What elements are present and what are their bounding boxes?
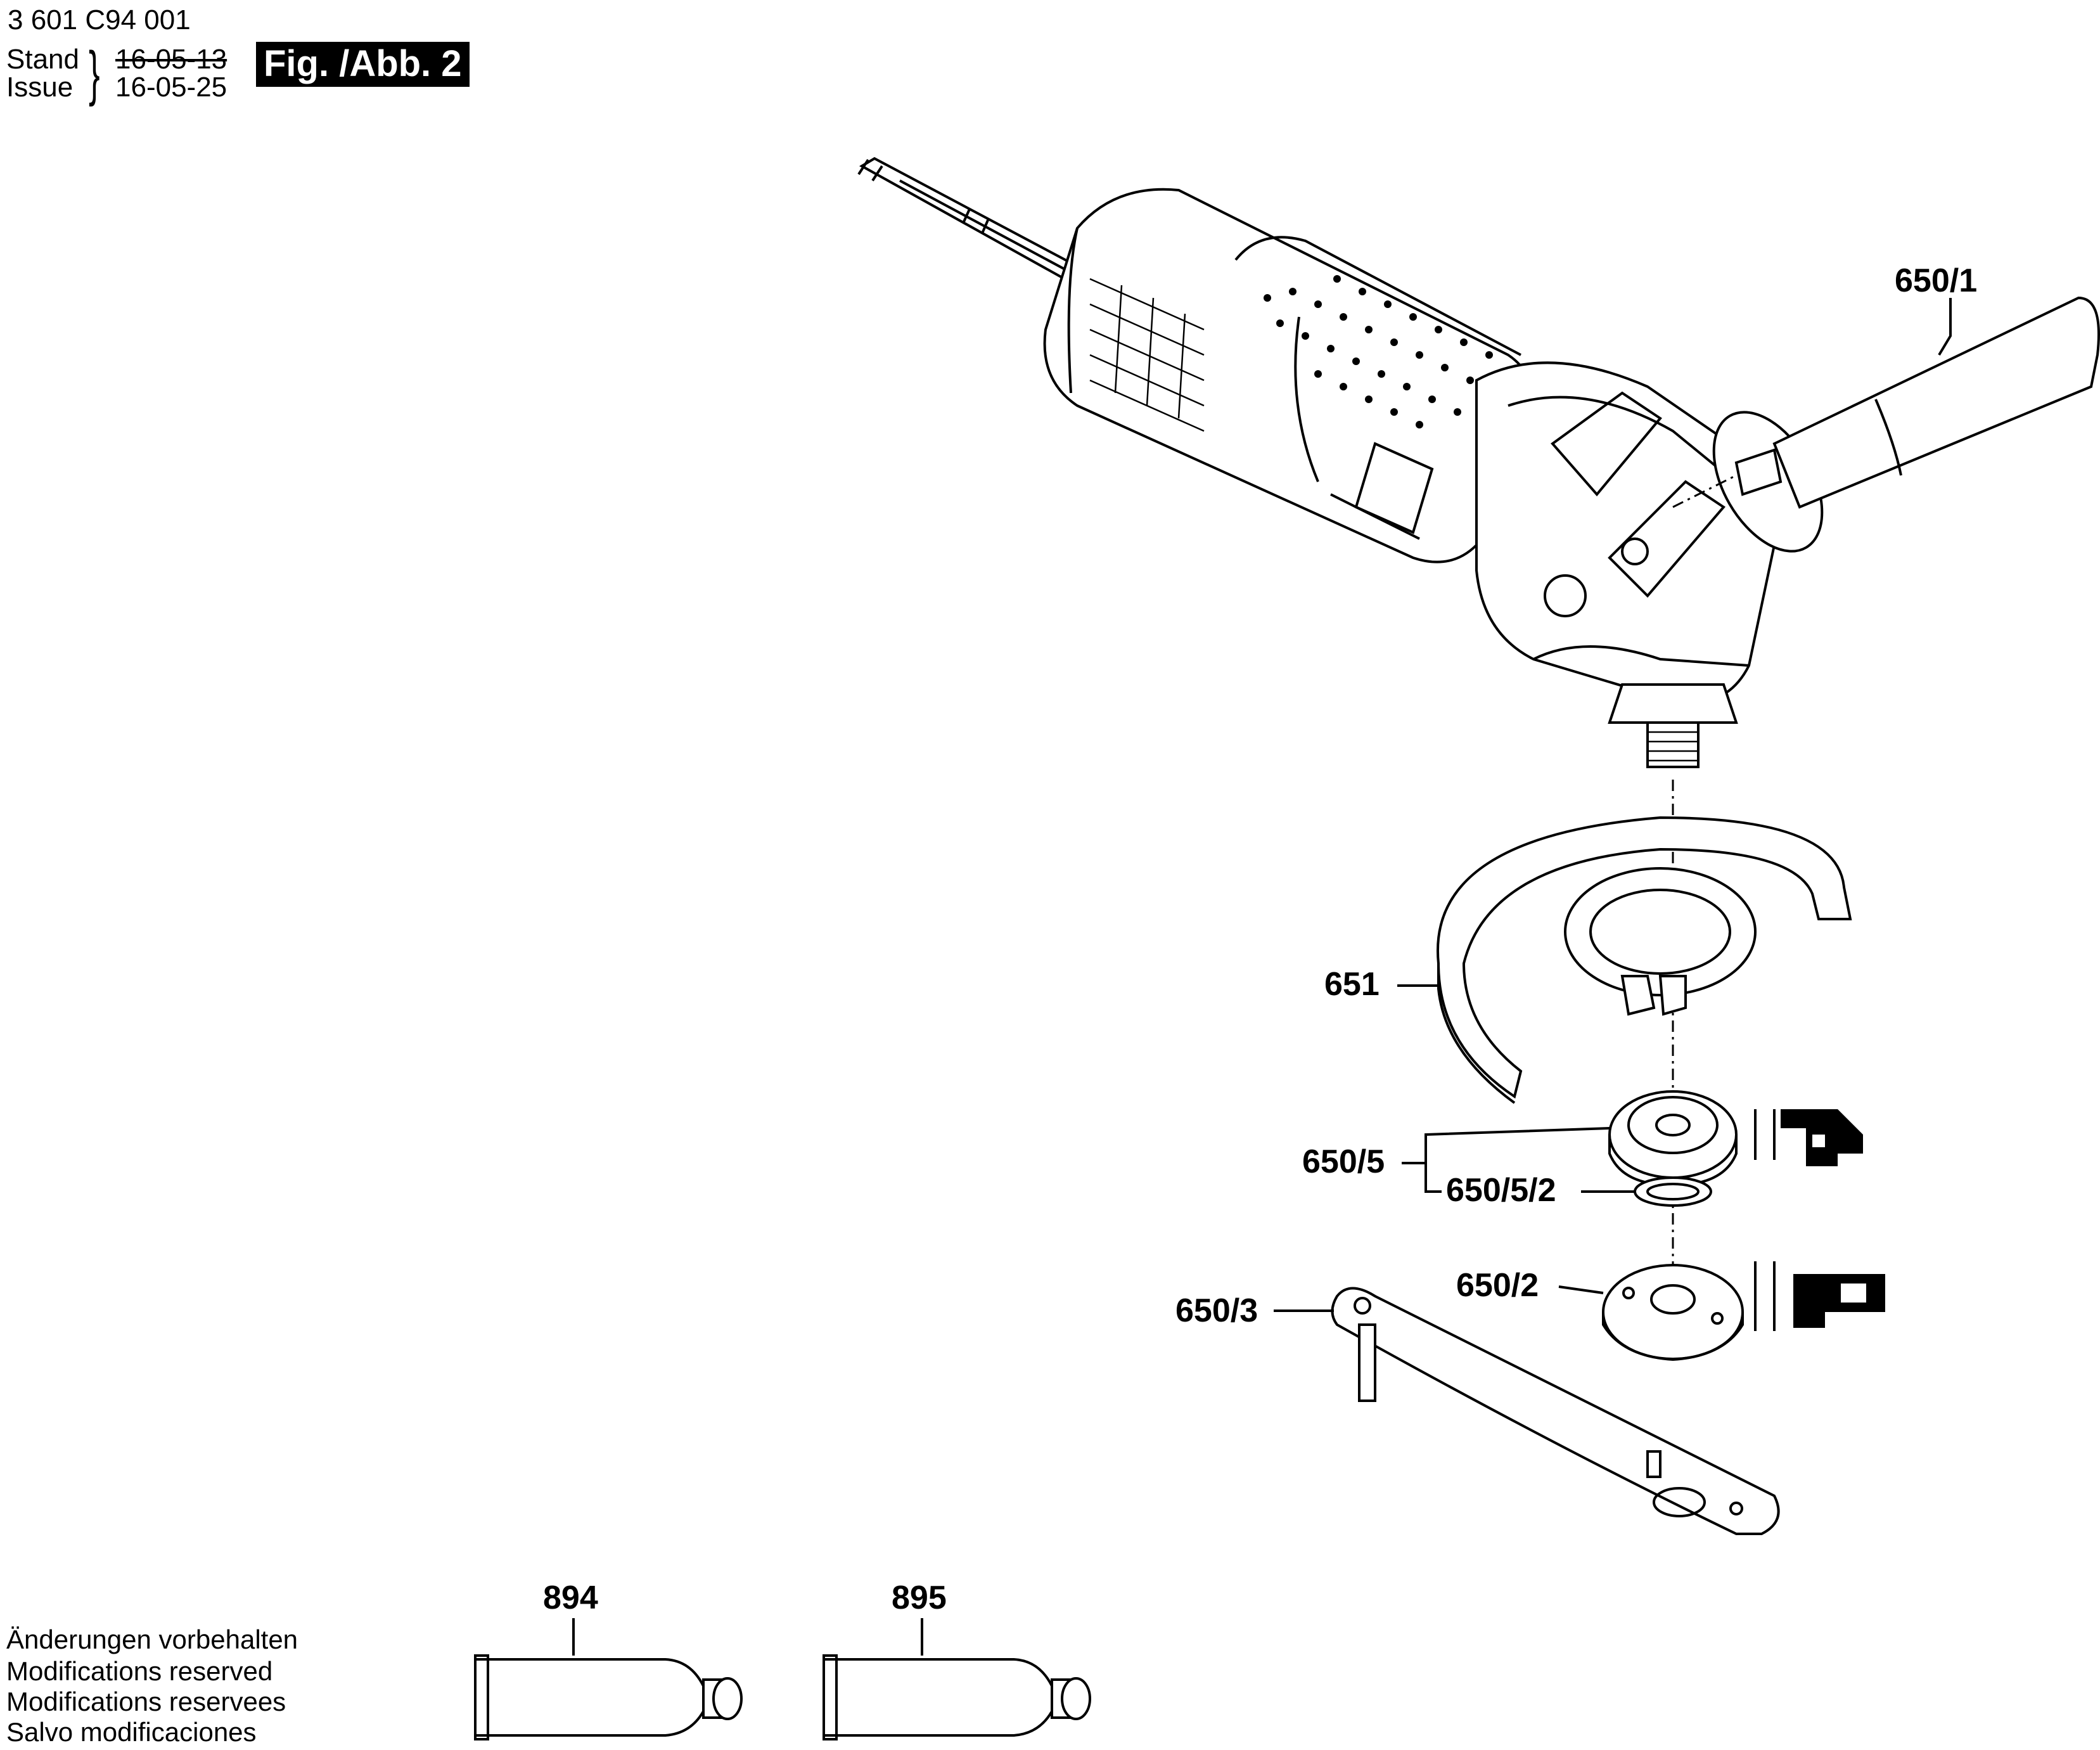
leader-lines: [572, 298, 1952, 1656]
switch: [1354, 442, 1434, 534]
grease-tube-895: [823, 1654, 1091, 1740]
angle-grinder: [857, 157, 1779, 768]
pin-wrench: [1331, 1287, 1780, 1535]
label-pin-wrench: 650/3: [1175, 1292, 1258, 1329]
footer-note-de: Änderungen vorbehalten: [6, 1625, 298, 1654]
flange: [1608, 1090, 1738, 1187]
wheel-guard: [1436, 816, 1852, 1104]
issue-date: 16-05-25: [115, 72, 227, 103]
label-grease-tube-894: 894: [543, 1580, 598, 1616]
label-flange-ring: 650/5/2: [1446, 1172, 1556, 1209]
stand-label: Stand: [6, 44, 79, 75]
label-grease-tube-895: 895: [892, 1580, 947, 1616]
motor-housing: [1043, 188, 1538, 563]
label-clamp-nut: 650/2: [1456, 1267, 1539, 1304]
flange-section-icon: [1754, 1109, 1863, 1166]
label-guard: 651: [1324, 966, 1380, 1003]
clamp-nut: [1602, 1264, 1744, 1361]
clamp-nut-section-icon: [1754, 1261, 1885, 1331]
grease-tube-894: [474, 1654, 743, 1740]
figure-label: Fig. /Abb. 2: [256, 42, 470, 87]
date-brace: }: [89, 39, 100, 107]
footer-note-fr: Modifications reservees: [6, 1687, 286, 1716]
vent-slots: [1089, 278, 1205, 432]
stand-date: 16-05-13: [115, 44, 227, 75]
side-handle: [1672, 296, 2100, 553]
issue-label: Issue: [6, 72, 74, 103]
footer-note-en: Modifications reserved: [6, 1656, 273, 1686]
part-number: 3 601 C94 001: [8, 4, 191, 35]
power-cord: [857, 157, 1080, 281]
footer-note-es: Salvo modificaciones: [6, 1717, 257, 1747]
label-flange-set: 650/5: [1302, 1143, 1385, 1180]
label-side-handle: 650/1: [1895, 262, 1977, 299]
spindle: [1608, 683, 1738, 768]
